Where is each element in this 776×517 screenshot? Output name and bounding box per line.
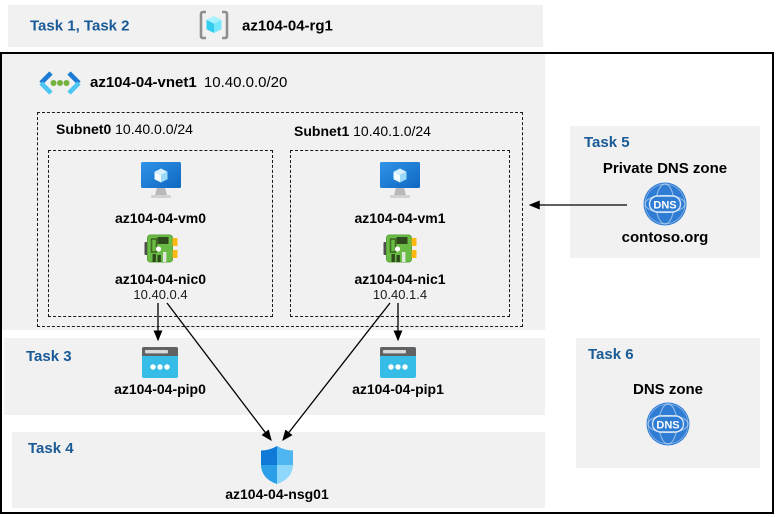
vm1-label: az104-04-vm1 [354, 210, 446, 226]
nic1-label: az104-04-nic1 [354, 271, 446, 287]
dns-zone-title: DNS zone [632, 381, 703, 398]
pip1-icon [380, 347, 416, 383]
task6-label: Task 6 [588, 346, 634, 363]
vnet-cidr: 10.40.0.0/20 [203, 74, 288, 91]
private-dns-zone-title: Private DNS zone [602, 160, 728, 177]
nic1-ip: 10.40.1.4 [372, 287, 428, 302]
vnet-background-fill [2, 54, 545, 330]
contoso-zone-label: contoso.org [621, 229, 709, 246]
subnet0-name: Subnet0 [56, 121, 112, 137]
subnet0-title: Subnet0 10.40.0.0/24 [56, 121, 193, 137]
task1-2-label: Task 1, Task 2 [30, 17, 130, 35]
dns-zone-icon-text: DNS [656, 420, 679, 432]
subnet0-box: az104-04-vm0 az104-04-nic0 10.40.0.4 [48, 150, 273, 317]
pip0-label: az104-04-pip0 [114, 381, 206, 397]
nsg-label: az104-04-nsg01 [225, 486, 329, 502]
resource-group-name: az104-04-rg1 [242, 17, 333, 35]
subnet1-title: Subnet1 10.40.1.0/24 [294, 123, 431, 139]
task6-box: Task 6 DNS zone DNS [576, 338, 760, 468]
task1-2-band: Task 1, Task 2 az104-04-rg1 [8, 5, 543, 47]
vnet-name: az104-04-vnet1 [90, 74, 197, 91]
nic0-icon [144, 232, 177, 270]
subnet1-name: Subnet1 [294, 123, 350, 139]
task3-label: Task 3 [26, 348, 72, 365]
subnet1-cidr: 10.40.1.0/24 [353, 123, 431, 139]
nsg-shield-icon [261, 446, 293, 489]
task4-label: Task 4 [28, 440, 74, 457]
subnets-container: Subnet0 10.40.0.0/24 Subnet1 10.40.1.0/2… [37, 112, 523, 327]
task5-label: Task 5 [584, 134, 630, 151]
pip1-label: az104-04-pip1 [352, 381, 444, 397]
vnet-box [0, 52, 774, 514]
resource-group-icon [198, 10, 230, 45]
task5-box: Task 5 Private DNS zone DNS contoso.org [570, 126, 760, 258]
vm0-icon [140, 162, 181, 205]
task3-band: Task 3 [4, 338, 545, 415]
private-dns-icon-text: DNS [653, 200, 676, 212]
vm1-icon [380, 162, 420, 205]
nic0-label: az104-04-nic0 [114, 271, 207, 287]
vm0-label: az104-04-vm0 [114, 210, 207, 226]
vnet-title: az104-04-vnet1 10.40.0.0/20 [90, 74, 287, 91]
subnet1-box: az104-04-vm1 az104-04-nic1 10.40.1.4 [290, 150, 510, 317]
private-dns-icon: DNS [643, 182, 687, 231]
dns-zone-icon: DNS [646, 402, 690, 451]
vnet-icon [38, 71, 82, 100]
nic1-icon [383, 232, 417, 270]
nic0-ip: 10.40.0.4 [133, 287, 188, 302]
subnet0-cidr: 10.40.0.0/24 [115, 121, 193, 137]
pip0-icon [142, 347, 178, 383]
